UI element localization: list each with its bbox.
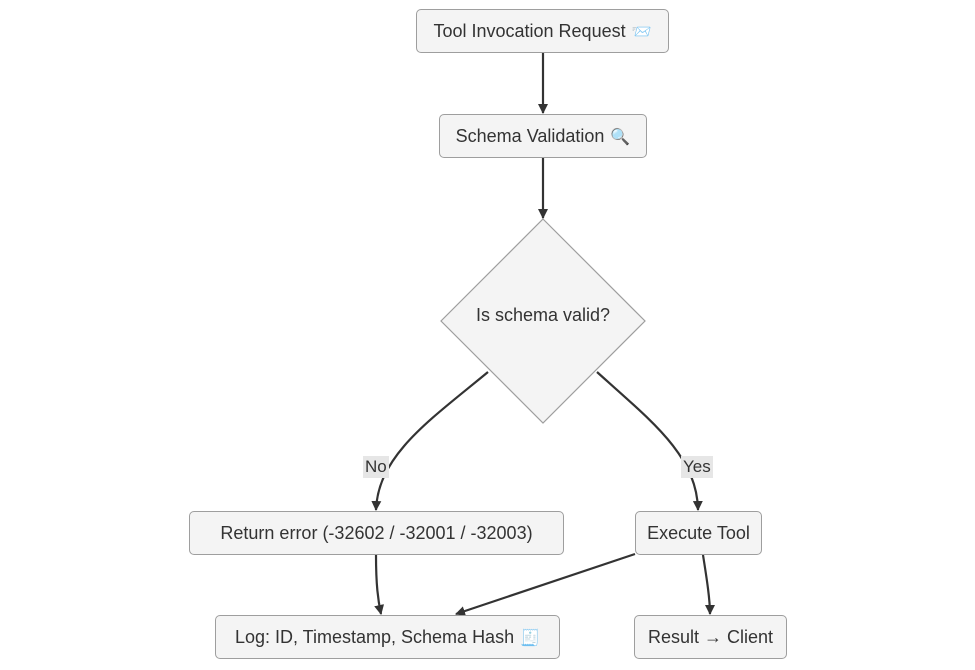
node-label: Tool Invocation Request <box>433 20 626 41</box>
edge-label-yes: Yes <box>681 456 713 478</box>
magnifier-icon: 🔍 <box>610 126 631 146</box>
receipt-icon: 🧾 <box>520 627 541 647</box>
node-return-error[interactable]: Return error (-32602 / -32001 / -32003) <box>189 511 564 555</box>
node-result-to-client[interactable]: Result → Client <box>634 615 787 659</box>
node-schema-validation[interactable]: Schema Validation 🔍 <box>439 114 647 158</box>
edge-error-to-log <box>374 554 385 615</box>
edge-decision-to-execute <box>596 371 703 511</box>
node-tool-invocation-request[interactable]: Tool Invocation Request 📨 <box>416 9 669 53</box>
node-execute-tool[interactable]: Execute Tool <box>635 511 762 555</box>
decision-diamond[interactable] <box>440 218 646 424</box>
edge-decision-to-error <box>371 371 489 511</box>
decision-label: Is schema valid? <box>475 305 611 325</box>
node-label: Result → Client <box>647 626 774 647</box>
edge-execute-to-result <box>701 554 715 615</box>
edge-label-no: No <box>363 456 389 478</box>
envelope-icon: 📨 <box>631 21 652 41</box>
edge-execute-to-log <box>455 552 636 616</box>
node-label: Execute Tool <box>647 522 750 543</box>
node-label: Log: ID, Timestamp, Schema Hash <box>234 626 515 647</box>
node-log[interactable]: Log: ID, Timestamp, Schema Hash 🧾 <box>215 615 560 659</box>
node-label: Return error (-32602 / -32001 / -32003) <box>220 522 533 543</box>
node-label: Schema Validation <box>455 125 605 146</box>
